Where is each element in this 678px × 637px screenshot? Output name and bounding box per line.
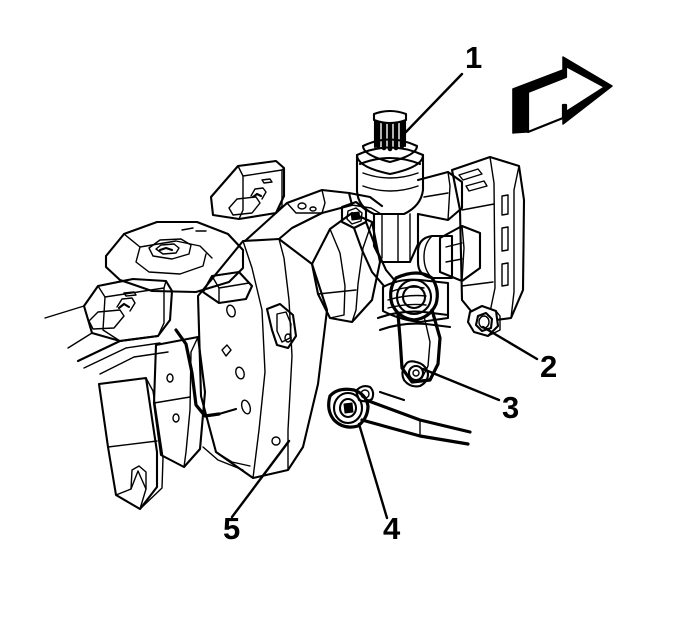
callout-label-1: 1	[465, 40, 482, 75]
leader-line-1	[402, 72, 464, 136]
callout-labels: 1 2 3 4 5	[223, 40, 557, 546]
steering-gear-housing	[340, 109, 464, 288]
callout-label-5: 5	[223, 511, 240, 546]
left-engine-mount	[44, 159, 286, 375]
relay-rod	[327, 385, 472, 446]
frame-rail	[97, 376, 164, 511]
leader-line-3	[421, 367, 501, 402]
leader-line-2	[481, 325, 539, 361]
upper-transverse-link	[243, 188, 384, 243]
pitman-arm	[389, 271, 442, 388]
frame-crossmember-bracket	[152, 237, 329, 480]
right-mount-plate	[416, 155, 526, 324]
leader-line-4	[357, 422, 389, 520]
leader-line-5	[230, 439, 291, 519]
callout-label-4: 4	[383, 511, 401, 546]
forward-direction-arrow	[512, 56, 613, 134]
callout-label-2: 2	[540, 349, 557, 384]
callout-label-3: 3	[502, 390, 519, 425]
callout-leader-lines	[230, 72, 539, 520]
